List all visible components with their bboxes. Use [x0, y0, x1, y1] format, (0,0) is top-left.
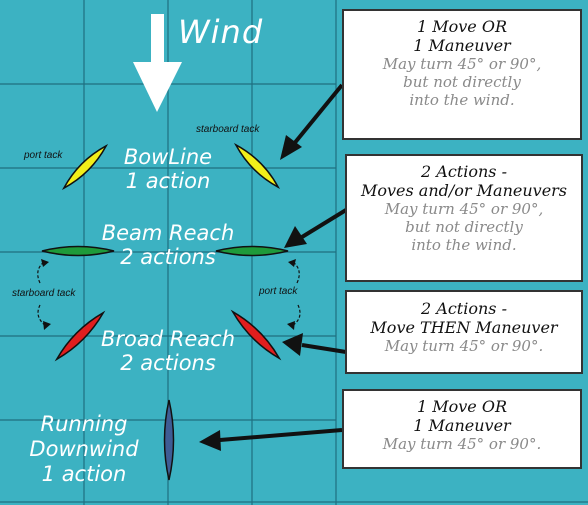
- card-note: into the wind.: [409, 91, 515, 110]
- beam-reach-rule-card: 2 Actions - Moves and/or Maneuvers May t…: [345, 154, 583, 282]
- card-heading: Moves and/or Maneuvers: [360, 181, 568, 201]
- card-heading: 1 Maneuver: [413, 36, 511, 56]
- port-tack-label-top: port tack: [24, 150, 63, 161]
- bowline-port-ship: [61, 143, 109, 191]
- wind-title: Wind: [178, 13, 264, 51]
- beam-reach-actions: 2 actions: [120, 245, 216, 270]
- beam-reach-label: Beam Reach 2 actions: [88, 221, 248, 269]
- broad-reach-port-ship: [54, 310, 106, 362]
- card-note: into the wind.: [411, 236, 517, 255]
- beam-reach-name: Beam Reach: [101, 221, 235, 245]
- card-note: but not directly: [403, 73, 521, 92]
- card-note: May turn 45° or 90°,: [384, 200, 544, 219]
- beam-reach-port-ship: [41, 245, 115, 257]
- wind-arrow-icon: [133, 14, 182, 112]
- bowline-starboard-ship: [233, 142, 281, 190]
- card-heading: 2 Actions -: [421, 299, 507, 318]
- card-note: but not directly: [405, 218, 523, 237]
- running-name-2: Downwind: [29, 437, 139, 462]
- bowline-label: BowLine 1 action: [108, 145, 228, 193]
- running-label: Running Downwind 1 action: [24, 412, 144, 488]
- port-tack-label-mid: port tack: [259, 286, 298, 297]
- broad-reach-starboard-ship: [230, 309, 282, 361]
- running-actions: 1 action: [41, 462, 127, 487]
- card-note: May turn 45° or 90°,: [382, 55, 542, 74]
- card-note: May turn 45° or 90°.: [382, 435, 542, 454]
- card-heading: 1 Move OR: [416, 17, 508, 36]
- starboard-tack-label-top: starboard tack: [196, 124, 260, 135]
- broad-reach-name: Broad Reach: [101, 327, 235, 351]
- running-name: Running: [40, 412, 128, 436]
- card-heading: 1 Move OR: [416, 397, 508, 416]
- bowline-name: BowLine: [123, 145, 213, 169]
- beam-reach-starboard-ship: [215, 245, 289, 257]
- broad-reach-rule-card: 2 Actions - Move THEN Maneuver May turn …: [345, 290, 583, 374]
- card-note: May turn 45° or 90°.: [384, 337, 544, 356]
- card-heading: 2 Actions -: [421, 162, 507, 181]
- card-heading: 1 Maneuver: [413, 416, 511, 436]
- broad-reach-label: Broad Reach 2 actions: [88, 327, 248, 375]
- bowline-actions: 1 action: [125, 169, 211, 194]
- bowline-rule-card: 1 Move OR 1 Maneuver May turn 45° or 90°…: [342, 9, 582, 140]
- starboard-tack-label-mid: starboard tack: [12, 288, 76, 299]
- card-heading: Move THEN Maneuver: [370, 318, 558, 338]
- pointer-arrow-icon: [199, 83, 348, 451]
- broad-reach-actions: 2 actions: [120, 351, 216, 376]
- running-ship: [163, 399, 175, 481]
- running-rule-card: 1 Move OR 1 Maneuver May turn 45° or 90°…: [342, 389, 582, 469]
